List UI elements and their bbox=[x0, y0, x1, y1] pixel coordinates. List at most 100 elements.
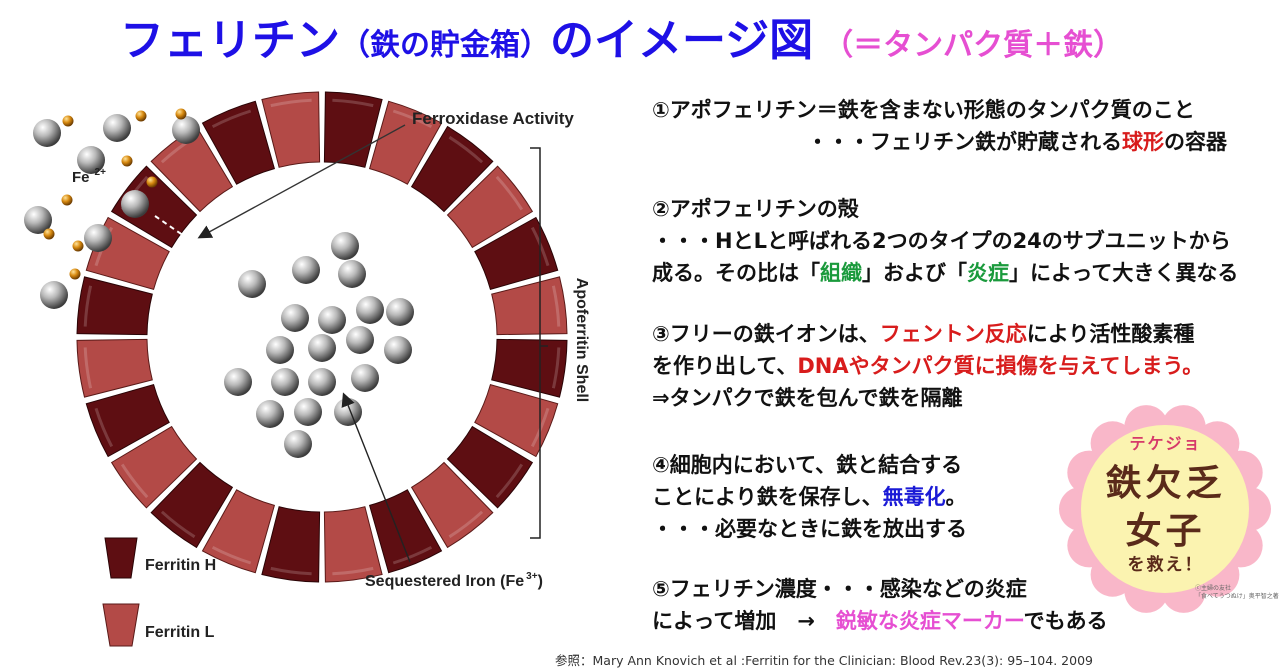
point-5-line-2: によって増加 → 鋭敏な炎症マーカーでもある bbox=[652, 609, 1108, 633]
title-main-2: のイメージ図 bbox=[550, 15, 814, 66]
legend-ferritin-h-swatch bbox=[104, 537, 138, 579]
point-4-line-1: ④細胞内において、鉄と結合する bbox=[652, 453, 963, 477]
ferritin-l-subunit bbox=[261, 91, 321, 168]
iron-atom bbox=[284, 430, 312, 458]
ferritin-h-subunit bbox=[76, 276, 153, 336]
subunit-highlight bbox=[270, 566, 312, 576]
subunit-highlight bbox=[332, 98, 374, 108]
point-1: ①アポフェリチン＝鉄を含まない形態のタンパク質のこと ・・・フェリチン鉄が貯蔵さ… bbox=[652, 94, 1227, 158]
subunit-highlight bbox=[448, 510, 484, 539]
sequestered-pointer bbox=[341, 392, 411, 563]
subunit-highlight bbox=[211, 545, 252, 565]
iron-atom bbox=[384, 336, 412, 364]
badge-line-1: 鉄欠乏 bbox=[1105, 463, 1226, 504]
point-5: ⑤フェリチン濃度・・・感染などの炎症 によって増加 → 鋭敏な炎症マーカーでもあ… bbox=[652, 573, 1108, 637]
ferritin-l-subunit bbox=[474, 383, 559, 458]
ferritin-h-subunit bbox=[410, 125, 494, 213]
ferritin-l-subunit bbox=[410, 461, 494, 549]
subunit-highlight bbox=[160, 510, 196, 539]
ferritin-h-subunit bbox=[261, 506, 321, 583]
ferritin-h-subunit bbox=[110, 165, 198, 249]
subunit-highlight bbox=[392, 109, 433, 129]
iron-atom bbox=[266, 336, 294, 364]
subunit-highlight bbox=[83, 347, 93, 389]
point-2-line-1: ②アポフェリチンの殻 bbox=[652, 197, 859, 221]
subunit-highlight bbox=[495, 175, 524, 211]
point-4-line-3: ・・・必要なときに鉄を放出する bbox=[652, 517, 967, 541]
apoferritin-shell-ring bbox=[76, 91, 568, 583]
iron-atom bbox=[40, 281, 68, 309]
ferritin-h-subunit bbox=[446, 425, 534, 509]
subunit-highlight bbox=[83, 285, 93, 327]
iron-atom bbox=[121, 190, 149, 218]
ferritin-l-subunit bbox=[110, 425, 198, 509]
subunit-highlight bbox=[448, 135, 484, 164]
shell-bracket bbox=[530, 147, 548, 539]
iron-atom bbox=[271, 368, 299, 396]
subunit-highlight bbox=[530, 407, 550, 448]
iron-atom bbox=[351, 364, 379, 392]
ferroxidase-pointer bbox=[197, 124, 406, 239]
ferritin-h-subunit bbox=[323, 91, 383, 168]
subunit-highlight bbox=[332, 566, 374, 576]
point-2: ②アポフェリチンの殻 ・・・HとLと呼ばれる2つのタイプの24のサブユニットから… bbox=[652, 193, 1238, 289]
ferritin-h-subunit bbox=[368, 489, 443, 574]
fe2-ion bbox=[135, 110, 147, 122]
subunit-highlight bbox=[530, 226, 550, 267]
iron-atom bbox=[256, 400, 284, 428]
point-3-line-2: を作り出して、DNAやタンパク質に損傷を与えてしまう。 bbox=[652, 354, 1204, 378]
iron-atom bbox=[172, 116, 200, 144]
ferritin-h-subunit bbox=[474, 216, 559, 291]
point-2-line-2: ・・・HとLと呼ばれる2つのタイプの24のサブユニットから bbox=[652, 229, 1231, 253]
iron-atom bbox=[33, 119, 61, 147]
ferroxidase-dashed-arrow bbox=[154, 215, 223, 263]
iron-atom bbox=[308, 368, 336, 396]
tekejo-badge: テケジョ 鉄欠乏 女子 を救え！ bbox=[1058, 402, 1273, 617]
fe2-ion bbox=[62, 115, 74, 127]
ferritin-l-subunit bbox=[368, 100, 443, 185]
fe2-ion bbox=[175, 108, 187, 120]
fe2-ion bbox=[61, 194, 73, 206]
iron-atom bbox=[24, 206, 52, 234]
iron-atom bbox=[77, 146, 105, 174]
point-3: ③フリーの鉄イオンは、フェントン反応により活性酸素種 を作り出して、DNAやタン… bbox=[652, 318, 1203, 414]
iron-atom bbox=[294, 398, 322, 426]
point-3-line-3: ⇒タンパクで鉄を包んで鉄を隔離 bbox=[652, 386, 963, 410]
ferroxidase-label: Ferroxidase Activity bbox=[412, 109, 574, 128]
ferritin-h-subunit bbox=[150, 461, 234, 549]
ferritin-l-subunit bbox=[323, 506, 383, 583]
ferritin-l-subunit bbox=[201, 489, 276, 574]
subunit-highlight bbox=[392, 545, 433, 565]
iron-atom bbox=[281, 304, 309, 332]
page-title: フェリチン（鉄の貯金箱）のイメージ図 （＝タンパク質＋鉄） bbox=[120, 4, 1123, 68]
subunit-highlight bbox=[120, 463, 149, 499]
iron-atom bbox=[386, 298, 414, 326]
reference: 参照：Mary Ann Knovich et al :Ferritin for … bbox=[555, 653, 1093, 668]
iron-atom bbox=[318, 306, 346, 334]
title-sub: （＝タンパク質＋鉄） bbox=[823, 28, 1124, 63]
fe2-ion bbox=[69, 268, 81, 280]
iron-atom bbox=[292, 256, 320, 284]
iron-atom bbox=[308, 334, 336, 362]
shell-label: Apoferritin Shell bbox=[573, 278, 590, 402]
ferritin-l-subunit bbox=[491, 276, 568, 336]
legend-ferritin-h-label: Ferritin H bbox=[145, 557, 216, 574]
badge-bottom: を救え！ bbox=[1127, 555, 1204, 575]
iron-atom bbox=[331, 232, 359, 260]
fe2-ion bbox=[43, 228, 55, 240]
ferritin-l-subunit bbox=[446, 165, 534, 249]
ferritin-h-subunit bbox=[85, 383, 170, 458]
ferritin-h-subunit bbox=[201, 100, 276, 185]
fe2-ion bbox=[121, 155, 133, 167]
title-main: フェリチン bbox=[120, 15, 340, 66]
subunit-highlight bbox=[211, 109, 252, 129]
iron-atoms bbox=[24, 108, 414, 458]
fe2-ion bbox=[146, 176, 158, 188]
title-paren: （鉄の貯金箱） bbox=[340, 28, 550, 63]
subunit-highlight bbox=[495, 463, 524, 499]
subunit-highlight bbox=[551, 347, 561, 389]
iron-atom bbox=[334, 398, 362, 426]
subunit-highlight bbox=[270, 98, 312, 108]
point-5-line-1: ⑤フェリチン濃度・・・感染などの炎症 bbox=[652, 577, 1027, 601]
